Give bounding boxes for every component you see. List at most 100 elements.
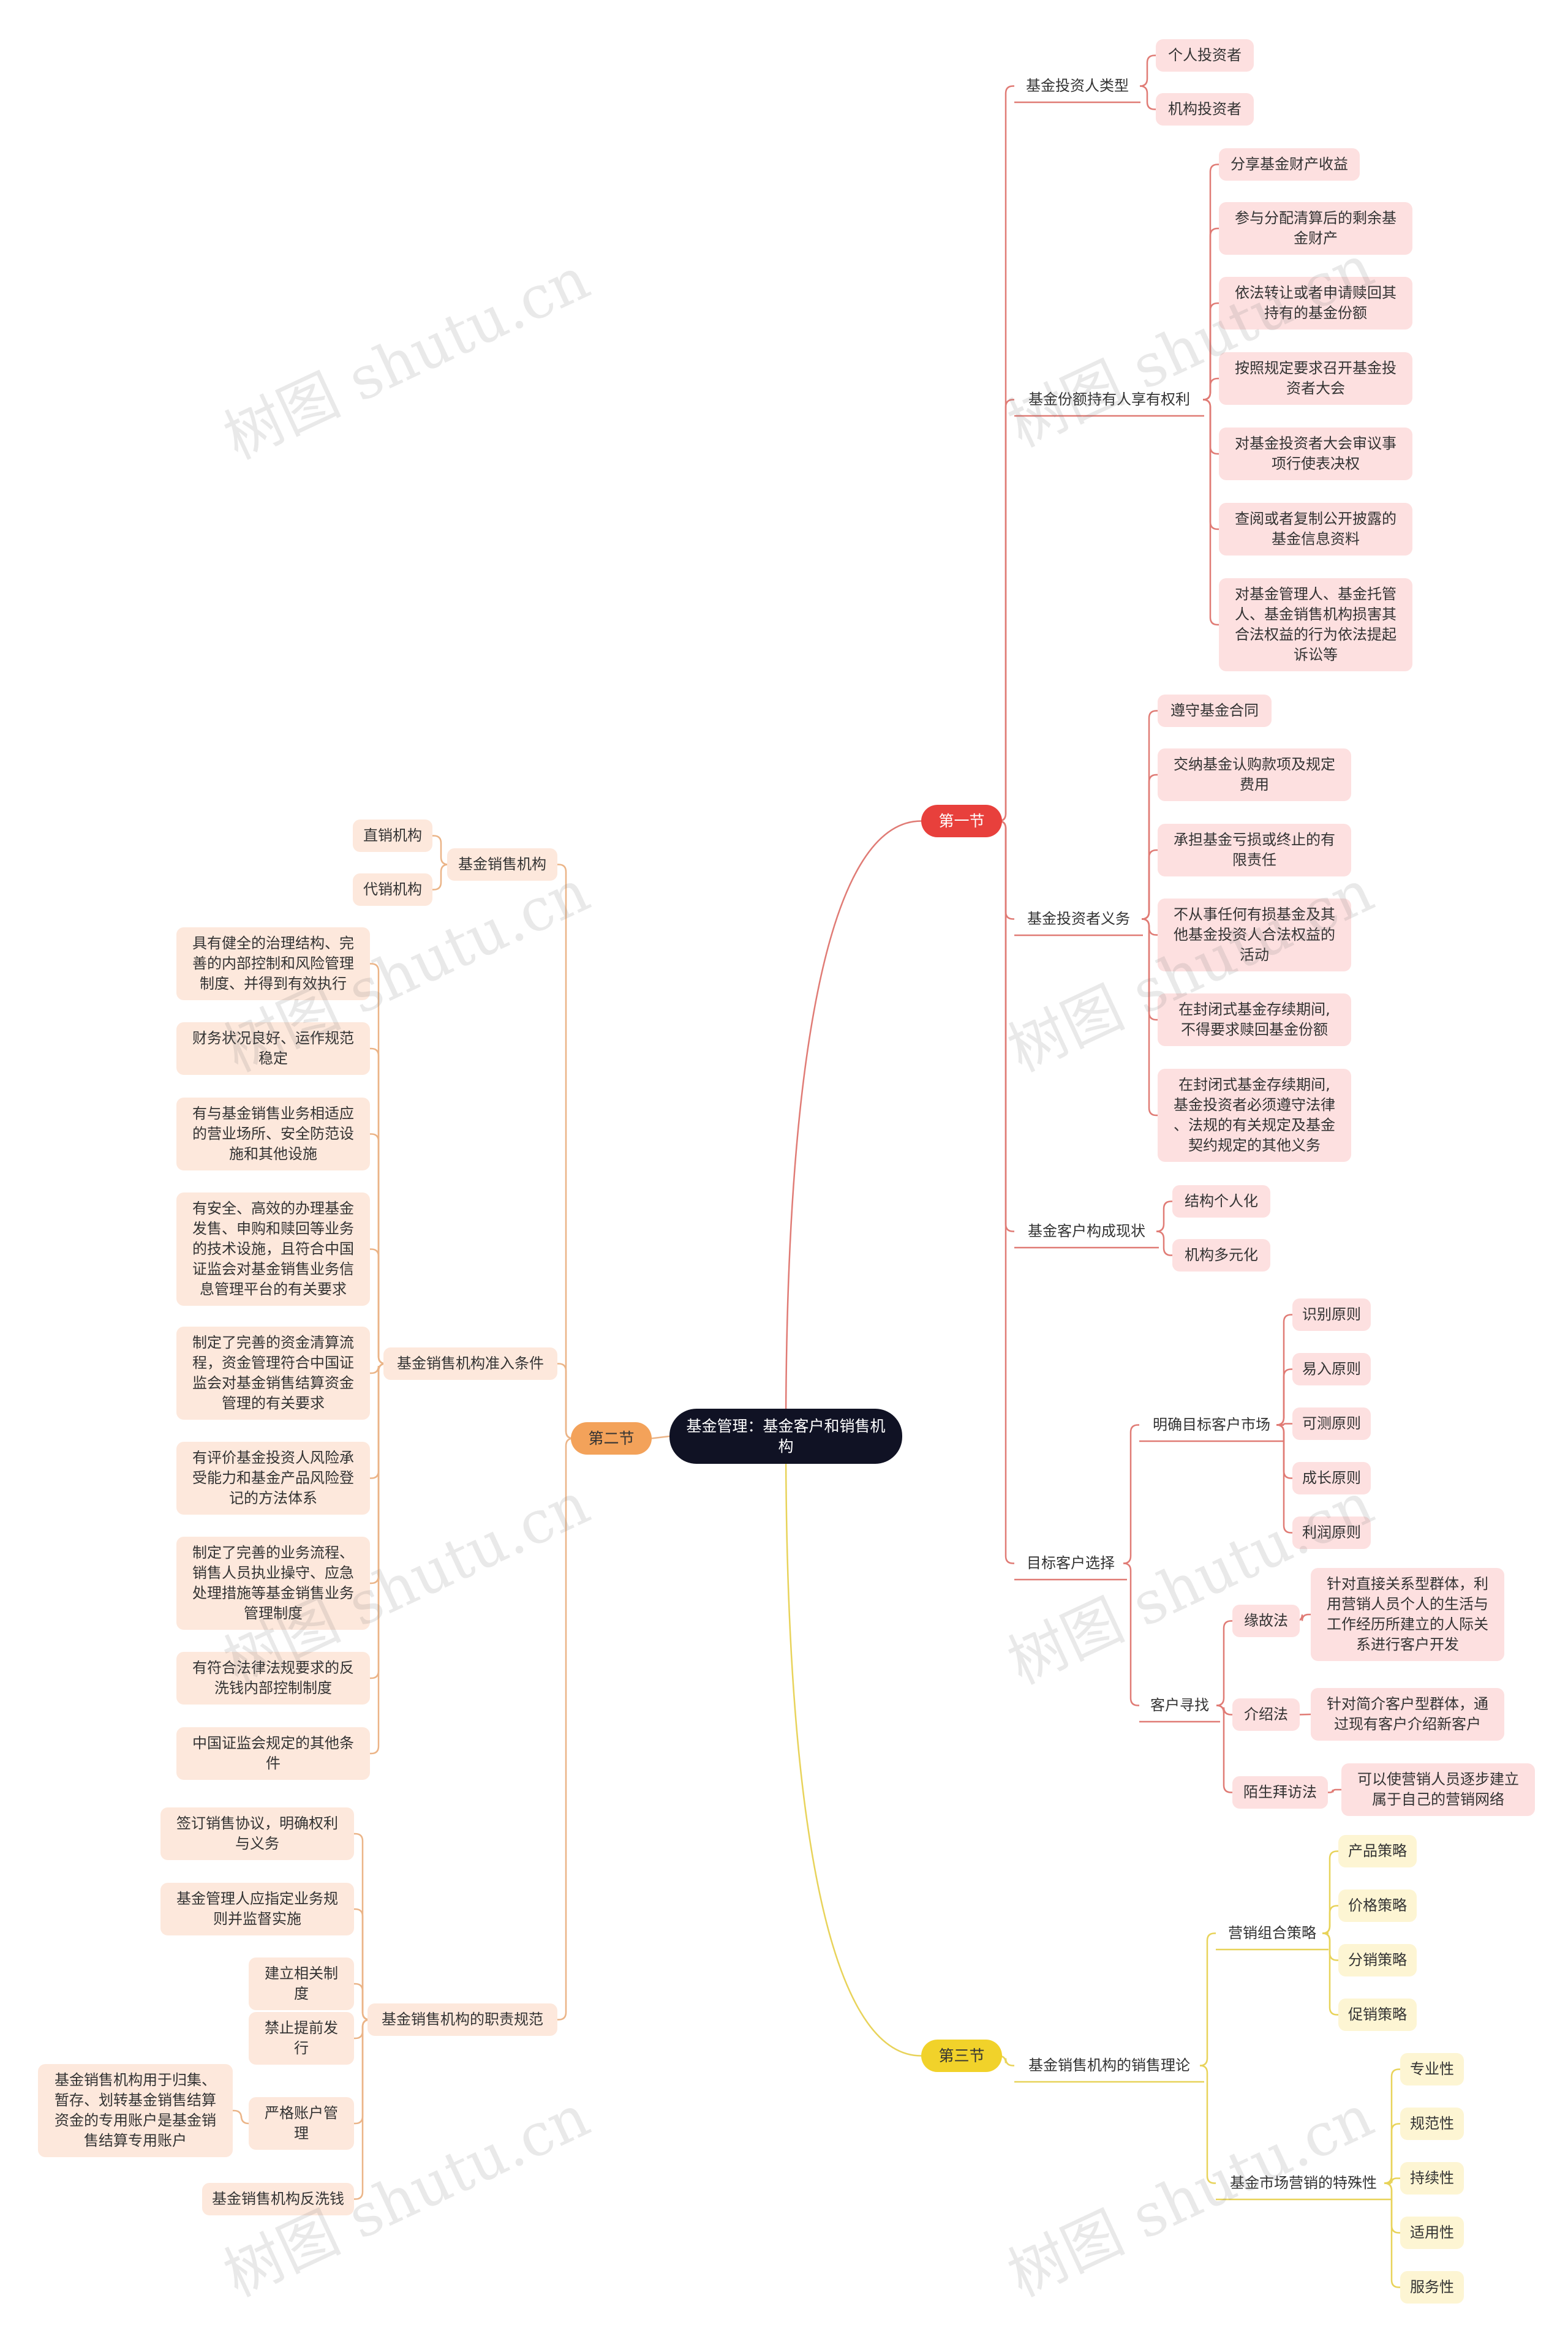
connector-line <box>651 1435 670 1439</box>
holder-right-item[interactable]: 参与分配清算后的剩余基 金财产 <box>1219 202 1412 255</box>
target-market-node[interactable]: 明确目标客户市场 <box>1153 1416 1270 1433</box>
investor-types-node[interactable]: 基金投资人类型 <box>1026 77 1129 94</box>
holder-right-item[interactable]: 分享基金财产收益 <box>1219 148 1360 181</box>
investor-duty-item[interactable]: 在封闭式基金存续期间, 基金投资者必须遵守法律 、法规的有关规定及基金 契约规定… <box>1158 1069 1351 1162</box>
connector-line <box>1202 399 1219 626</box>
connector-line <box>557 864 574 1439</box>
target-market-item[interactable]: 成长原则 <box>1292 1462 1371 1494</box>
connector-line <box>1299 1713 1311 1716</box>
target-market-item[interactable]: 可测原则 <box>1292 1407 1371 1440</box>
entry-condition-item[interactable]: 有符合法律法规要求的反 洗钱内部控制制度 <box>176 1652 370 1705</box>
connector-line <box>1156 1230 1172 1256</box>
market-special-item[interactable]: 规范性 <box>1400 2108 1464 2140</box>
sales-org-node[interactable]: 基金销售机构 <box>447 848 557 881</box>
connector-line <box>1139 85 1156 110</box>
connector-line <box>370 1363 386 1755</box>
entry-condition-item[interactable]: 中国证监会规定的其他条 件 <box>176 1727 370 1780</box>
client-seek-node[interactable]: 客户寻找 <box>1150 1697 1209 1714</box>
section-2-node[interactable]: 第二节 <box>571 1422 652 1455</box>
investor-duty-item[interactable]: 遵守基金合同 <box>1158 695 1272 727</box>
connector-line <box>1199 2065 1216 2184</box>
entry-condition-item[interactable]: 制定了完善的资金清算流 程，资金管理符合中国证 监会对基金销售结算资金 管理的有… <box>176 1327 370 1420</box>
account-management-desc[interactable]: 基金销售机构用于归集、 暂存、划转基金销售结算 资金的专用账户是基金销 售结算专… <box>38 2064 233 2157</box>
connector-line <box>998 820 1014 1564</box>
investor-duty-item[interactable]: 在封闭式基金存续期间, 不得要求赎回基金份额 <box>1158 993 1351 1046</box>
sales-org-item[interactable]: 代销机构 <box>353 873 432 906</box>
investor-duty-item[interactable]: 交纳基金认购款项及规定 费用 <box>1158 748 1351 801</box>
entry-condition-item[interactable]: 具有健全的治理结构、完 善的内部控制和风险管理 制度、并得到有效执行 <box>176 927 370 1000</box>
holder-right-item[interactable]: 按照规定要求召开基金投 资者大会 <box>1219 352 1412 405</box>
section-3-node[interactable]: 第三节 <box>921 2040 1002 2072</box>
investor-duties-node[interactable]: 基金投资者义务 <box>1027 910 1130 927</box>
connector-line <box>1123 1424 1139 1564</box>
connector-line <box>1216 1705 1232 1793</box>
holder-right-item[interactable]: 对基金管理人、基金托管 人、基金销售机构损害其 合法权益的行为依法提起 诉讼等 <box>1219 578 1412 671</box>
holder-right-item[interactable]: 对基金投资者大会审议事 项行使表决权 <box>1219 428 1412 480</box>
seek-method-desc[interactable]: 针对简介客户型群体，通 过现有客户介绍新客户 <box>1311 1688 1504 1741</box>
target-client-node[interactable]: 目标客户选择 <box>1027 1554 1115 1572</box>
market-special-item[interactable]: 专业性 <box>1400 2053 1464 2085</box>
connector-line <box>1123 1562 1139 1706</box>
duty-norm-item[interactable]: 禁止提前发行 <box>249 2012 354 2065</box>
investor-duty-item[interactable]: 不从事任何有损基金及其 他基金投资人合法权益的 活动 <box>1158 899 1351 971</box>
duty-norm-item[interactable]: 基金管理人应指定业务规 则并监督实施 <box>160 1883 354 1935</box>
seek-method-item[interactable]: 介绍法 <box>1232 1698 1300 1731</box>
connector-line <box>557 1363 574 1439</box>
investor-type-item[interactable]: 个人投资者 <box>1156 39 1254 72</box>
holder-right-item[interactable]: 查阅或者复制公开披露的 基金信息资料 <box>1219 503 1412 556</box>
holder-rights-node[interactable]: 基金份额持有人享有权利 <box>1028 391 1190 408</box>
connector-line <box>557 1437 574 2021</box>
target-market-item[interactable]: 易入原则 <box>1292 1353 1371 1385</box>
entry-condition-node[interactable]: 基金销售机构准入条件 <box>383 1347 557 1380</box>
duty-norm-item[interactable]: 签订销售协议，明确权利 与义务 <box>160 1807 354 1860</box>
connector-line <box>1328 1788 1341 1793</box>
connector-line <box>998 399 1014 822</box>
entry-condition-item[interactable]: 制定了完善的业务流程、 销售人员执业操守、应急 处理措施等基金销售业务 管理制度 <box>176 1537 370 1630</box>
market-special-node[interactable]: 基金市场营销的特殊性 <box>1230 2174 1377 2191</box>
market-special-item[interactable]: 持续性 <box>1400 2162 1464 2195</box>
client-status-item[interactable]: 结构个人化 <box>1172 1185 1270 1218</box>
client-status-item[interactable]: 机构多元化 <box>1172 1239 1270 1272</box>
marketing-mix-item[interactable]: 价格策略 <box>1338 1890 1417 1922</box>
sales-org-item[interactable]: 直销机构 <box>353 819 432 852</box>
investor-type-item[interactable]: 机构投资者 <box>1156 93 1254 126</box>
entry-condition-item[interactable]: 有安全、高效的办理基金 发售、申购和赎回等业务 的技术设施，且符合中国 证监会对… <box>176 1192 370 1306</box>
connector-line <box>1276 1424 1292 1534</box>
sales-theory-node[interactable]: 基金销售机构的销售理论 <box>1028 2057 1190 2074</box>
duty-norm-item[interactable]: 严格账户管理 <box>249 2097 354 2150</box>
marketing-mix-item[interactable]: 促销策略 <box>1338 1999 1417 2031</box>
entry-condition-item[interactable]: 财务状况良好、运作规范 稳定 <box>176 1022 370 1075</box>
seek-method-item[interactable]: 陌生拜访法 <box>1232 1776 1328 1809</box>
connector-line <box>233 2109 249 2125</box>
connector-line <box>1199 1932 1216 2067</box>
market-special-item[interactable]: 服务性 <box>1400 2271 1464 2304</box>
seek-method-desc[interactable]: 针对直接关系型群体，利 用营销人员个人的生活与 工作经历所建立的人际关 系进行客… <box>1311 1568 1504 1661</box>
marketing-mix-node[interactable]: 营销组合策略 <box>1228 1924 1316 1942</box>
connector-line <box>354 2019 371 2200</box>
root-node[interactable]: 基金管理：基金客户和销售机构 <box>669 1409 902 1464</box>
connector-line <box>432 864 449 891</box>
seek-method-desc[interactable]: 可以使营销人员逐步建立 属于自己的营销网络 <box>1341 1763 1535 1816</box>
connector-line <box>1141 918 1158 1117</box>
connector-line <box>370 1248 386 1365</box>
market-special-item[interactable]: 适用性 <box>1400 2217 1464 2249</box>
marketing-mix-item[interactable]: 产品策略 <box>1338 1835 1417 1867</box>
target-market-item[interactable]: 利润原则 <box>1292 1517 1371 1549</box>
client-status-node[interactable]: 基金客户构成现状 <box>1028 1223 1145 1240</box>
entry-condition-item[interactable]: 有与基金销售业务相适应 的营业场所、安全防范设 施和其他设施 <box>176 1098 370 1170</box>
marketing-mix-item[interactable]: 分销策略 <box>1338 1944 1417 1976</box>
seek-method-item[interactable]: 缘故法 <box>1232 1605 1300 1637</box>
duty-norms-node[interactable]: 基金销售机构的职责规范 <box>368 2003 557 2036</box>
duty-norm-item[interactable]: 基金销售机构反洗钱 <box>202 2183 354 2215</box>
holder-right-item[interactable]: 依法转让或者申请赎回其 持有的基金份额 <box>1219 277 1412 330</box>
connector-line <box>1322 1932 1338 2016</box>
target-market-item[interactable]: 识别原则 <box>1292 1298 1371 1331</box>
connector-line <box>1282 1423 1292 1426</box>
connector-line <box>1202 377 1219 401</box>
connector-line <box>432 835 449 865</box>
entry-condition-item[interactable]: 有评价基金投资人风险承 受能力和基金产品风险登 记的方法体系 <box>176 1442 370 1515</box>
investor-duty-item[interactable]: 承担基金亏损或终止的有 限责任 <box>1158 824 1351 876</box>
duty-norm-item[interactable]: 建立相关制度 <box>249 1957 354 2010</box>
section-1-node[interactable]: 第一节 <box>921 805 1002 837</box>
